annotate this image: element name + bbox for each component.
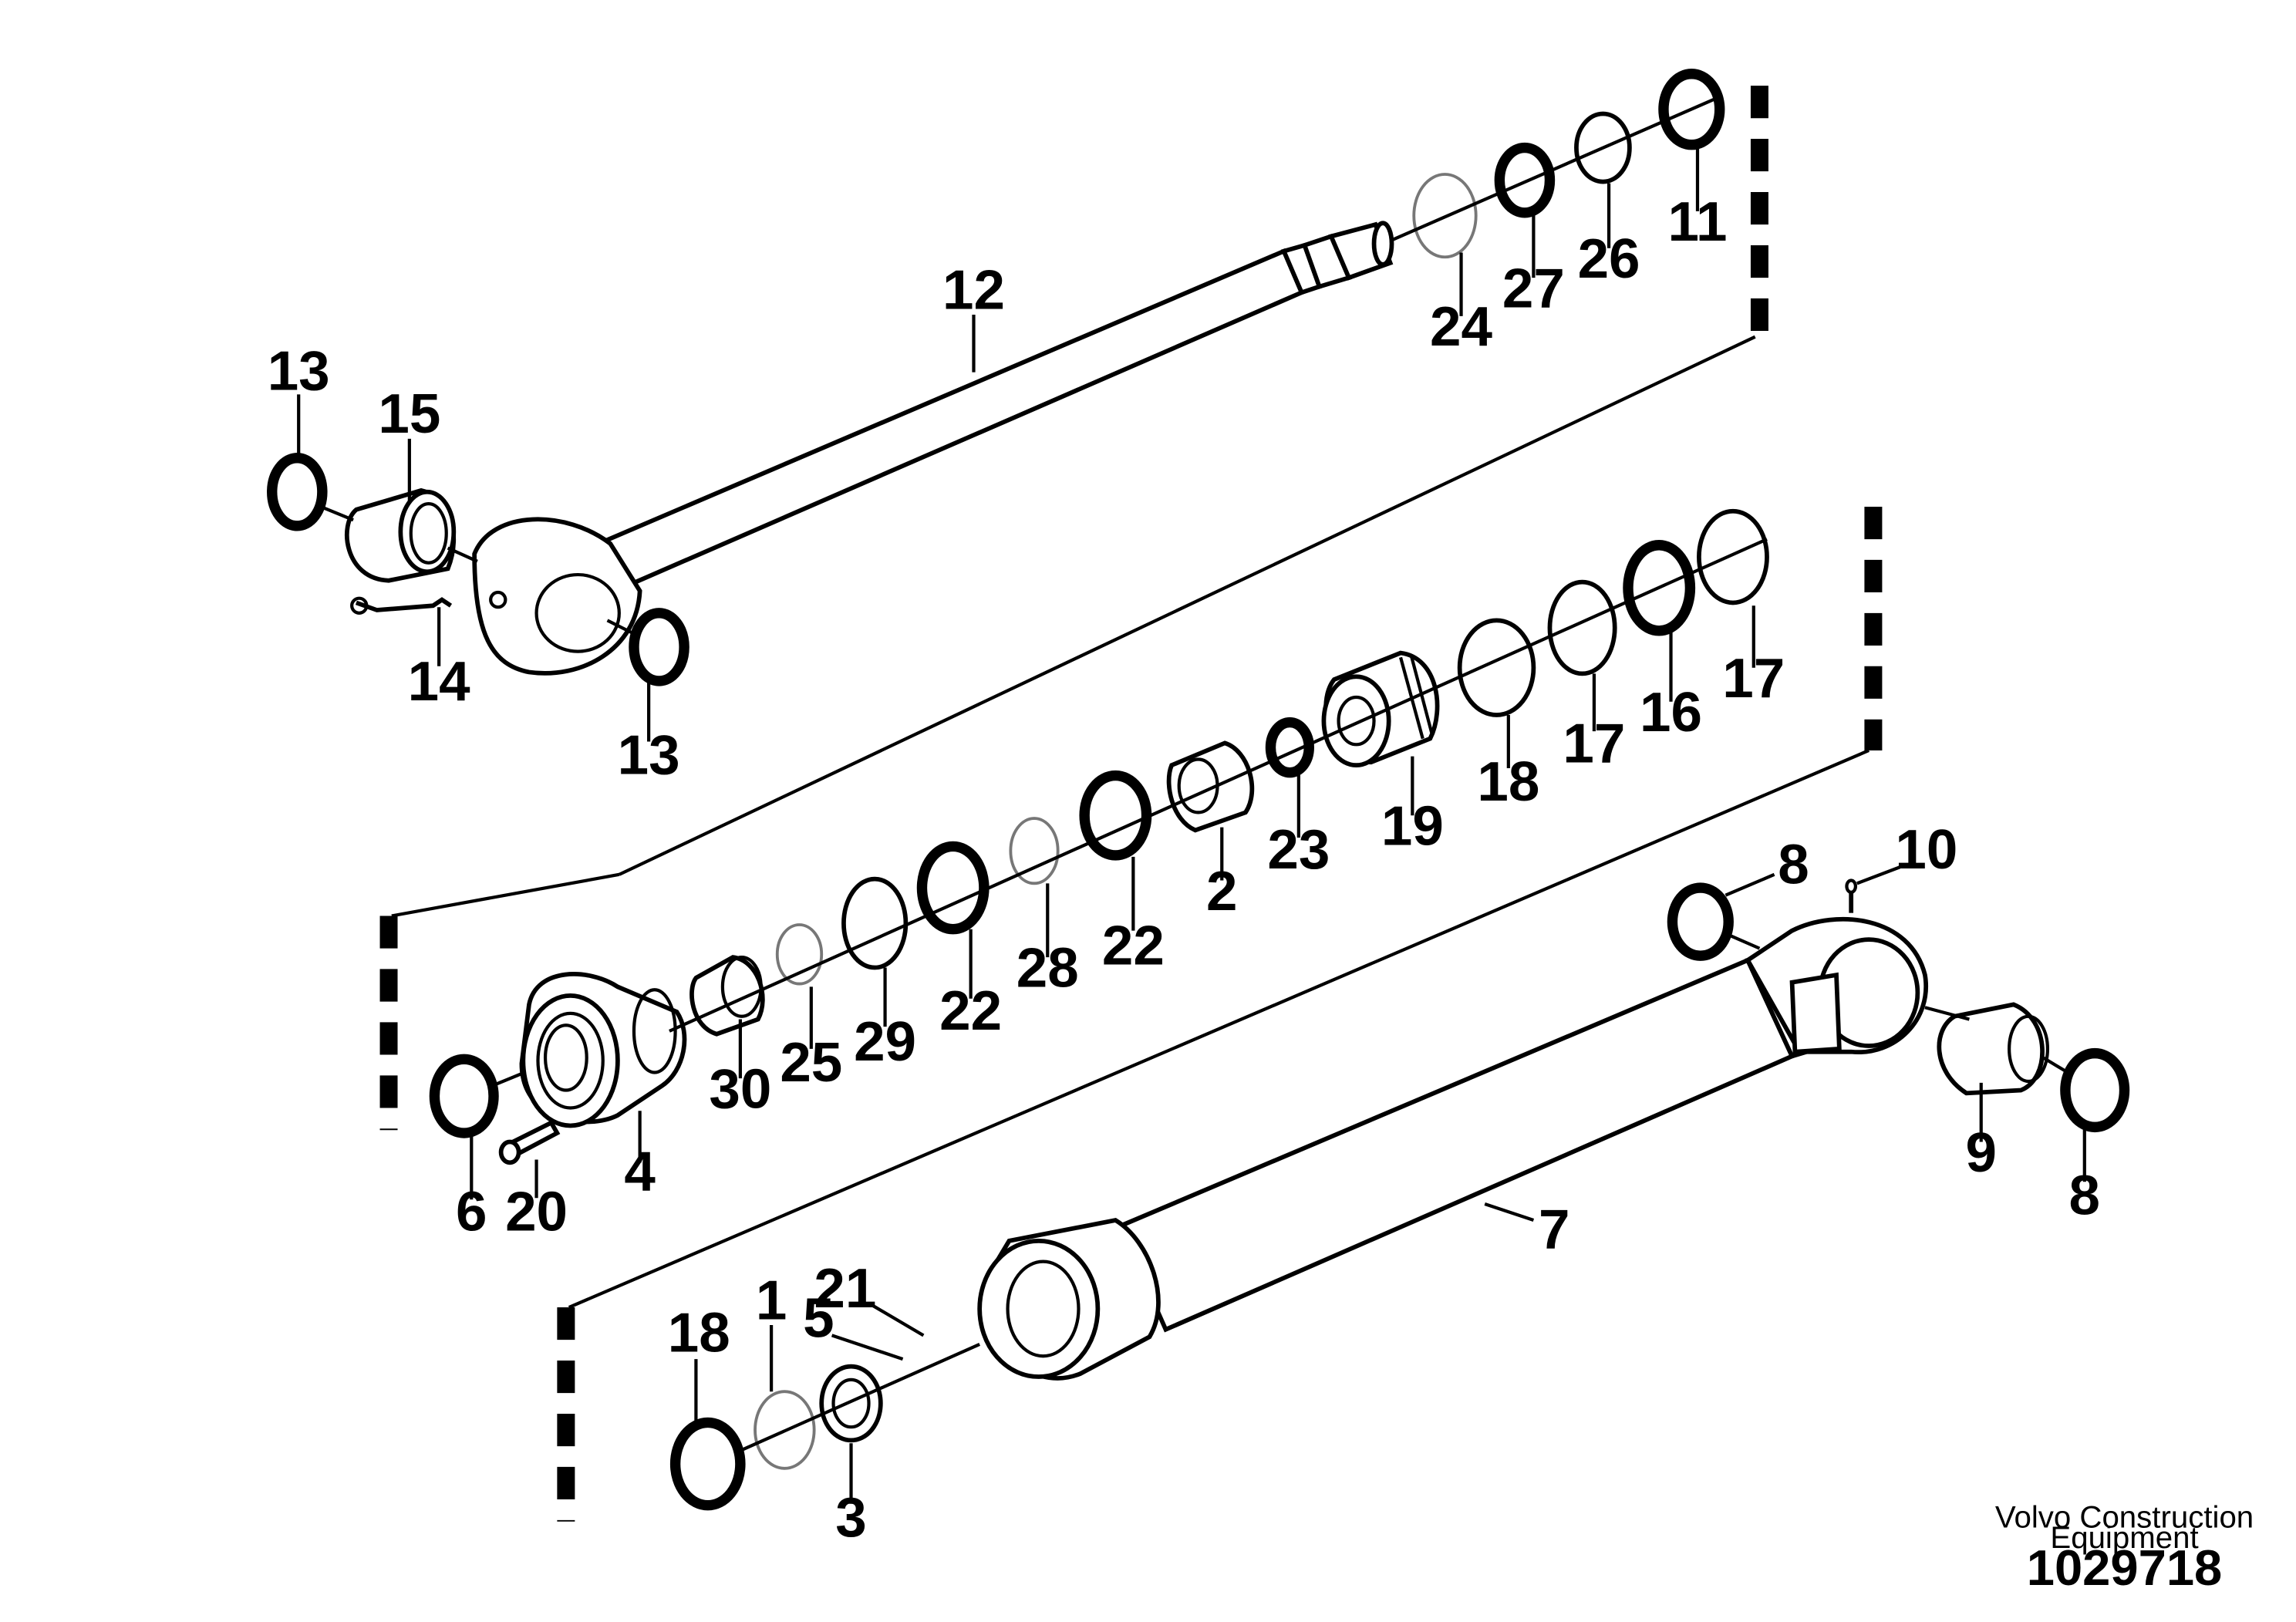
piston-rod-assembly bbox=[267, 69, 1725, 686]
part-callout: 14 bbox=[408, 650, 470, 713]
part-callout: 21 bbox=[814, 1257, 876, 1320]
part-callout: 6 bbox=[456, 1180, 487, 1243]
part-callout: 3 bbox=[835, 1486, 866, 1549]
part-callout: 15 bbox=[378, 383, 440, 445]
part-callout: 27 bbox=[1502, 257, 1565, 319]
part-callout: 22 bbox=[939, 980, 1002, 1042]
part-callout: 28 bbox=[1017, 936, 1079, 999]
part-callout: 1 bbox=[756, 1269, 787, 1331]
piston-head-assembly bbox=[429, 508, 1769, 1165]
part-callout: 13 bbox=[268, 340, 330, 403]
part-callout: 19 bbox=[1381, 795, 1444, 858]
callout-labels: 1 2 3 4 5 6 7 8 8 9 10 11 12 13 13 14 15… bbox=[268, 191, 2100, 1549]
part-callout: 7 bbox=[1539, 1198, 1569, 1260]
callout-leaders bbox=[297, 144, 2086, 1504]
part-callout: 23 bbox=[1267, 818, 1330, 881]
part-callout: 4 bbox=[624, 1141, 656, 1203]
diagram-footer: Volvo Construction Equipment 1029718 bbox=[1995, 1499, 2254, 1596]
part-callout: 8 bbox=[1778, 833, 1809, 895]
company-name-line1: Volvo Construction bbox=[1995, 1499, 2254, 1534]
part-callout: 18 bbox=[1477, 750, 1539, 813]
part-callout: 25 bbox=[780, 1031, 842, 1094]
document-number: 1029718 bbox=[2027, 1539, 2222, 1596]
part-callout: 17 bbox=[1563, 712, 1625, 774]
part-callout: 30 bbox=[709, 1057, 771, 1120]
part-callout: 18 bbox=[668, 1302, 730, 1364]
part-callout: 16 bbox=[1640, 681, 1702, 744]
part-callout: 22 bbox=[1102, 915, 1165, 977]
part-callout: 12 bbox=[942, 258, 1005, 321]
part-callout: 13 bbox=[618, 724, 680, 787]
cylinder-tube bbox=[1117, 957, 1795, 1333]
section-break-lines bbox=[379, 86, 1883, 1522]
company-name-line2: Equipment bbox=[2050, 1520, 2198, 1555]
part-callout: 11 bbox=[1668, 191, 1728, 253]
part-callout: 17 bbox=[1722, 647, 1785, 710]
part-callout: 2 bbox=[1206, 860, 1237, 922]
part-callout: 10 bbox=[1895, 818, 1957, 881]
part-callout: 24 bbox=[1430, 295, 1492, 358]
part-callout: 29 bbox=[854, 1010, 916, 1073]
part-callout: 8 bbox=[2069, 1164, 2100, 1226]
part-callout: 9 bbox=[1965, 1121, 1996, 1184]
rod-eye bbox=[472, 517, 642, 676]
part-callout: 5 bbox=[803, 1286, 834, 1349]
part-callout: 26 bbox=[1578, 228, 1640, 290]
part-callout: 20 bbox=[505, 1180, 568, 1243]
cylinder-tube-assembly bbox=[669, 878, 2130, 1511]
